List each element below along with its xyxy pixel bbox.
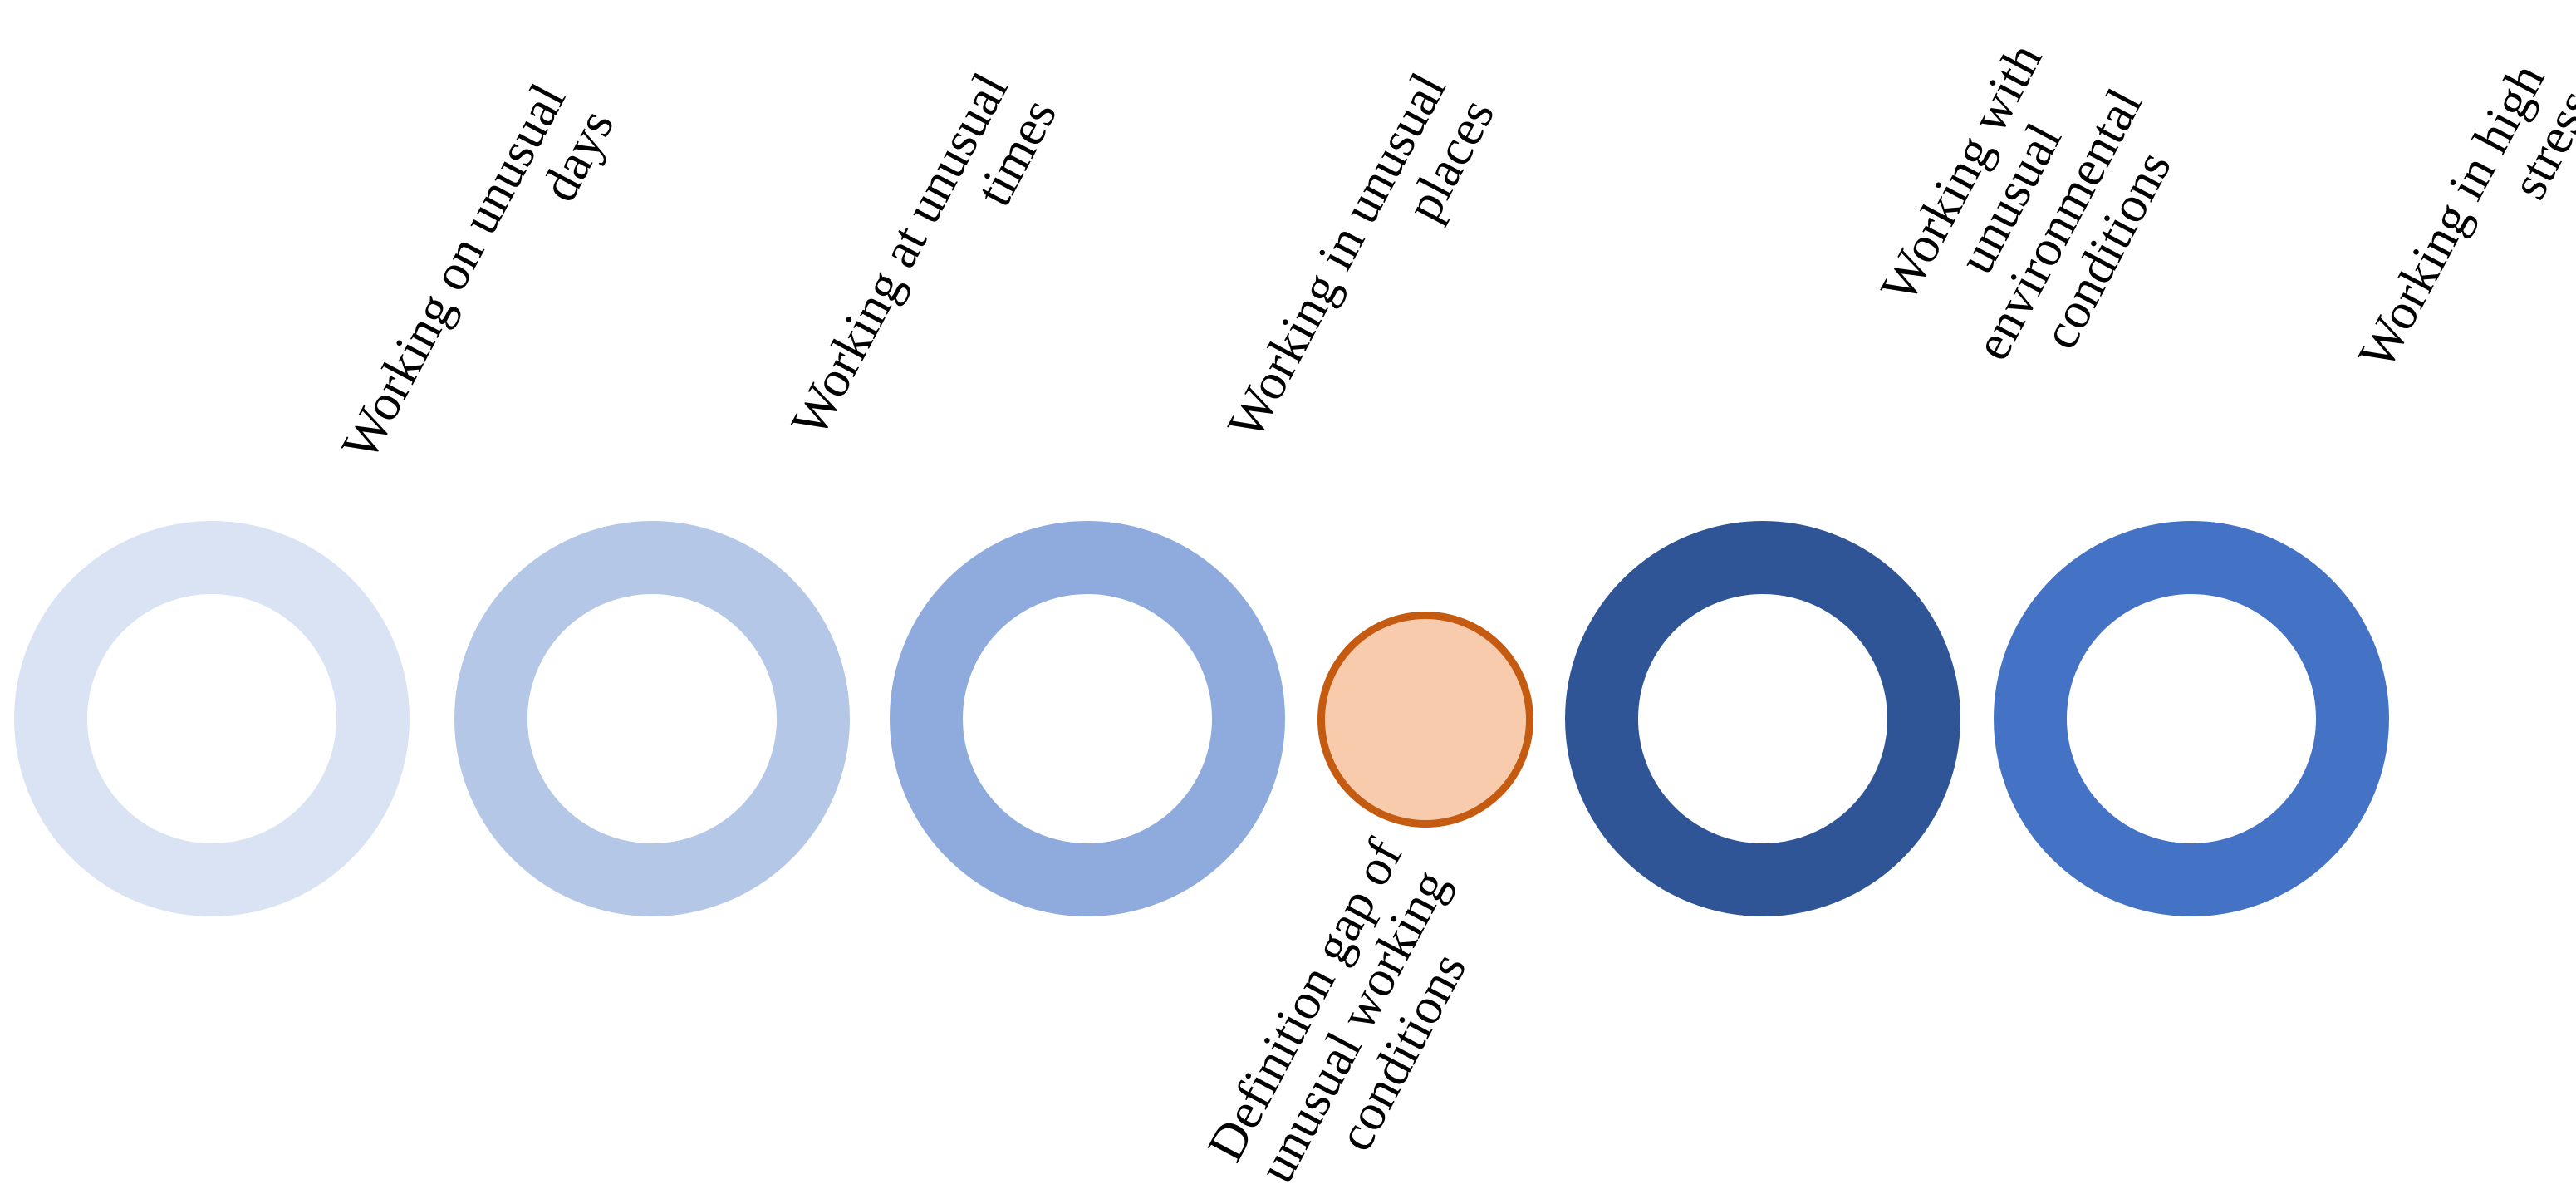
label-unusual-times: Working at unusual times	[780, 64, 1068, 446]
label-high-stress: Working in high stress	[2348, 54, 2576, 379]
ring-high-stress	[1994, 521, 2389, 916]
ring-unusual-days	[14, 521, 410, 916]
label-definition-gap: Definition gap of unusual working condit…	[1196, 830, 1478, 1192]
label-unusual-places: Working in unusual places	[1217, 64, 1506, 449]
ring-unusual-places	[890, 521, 1285, 916]
label-environmental-conditions: Working with unusual environmental condi…	[1870, 34, 2182, 370]
label-unusual-days: Working on unusual days	[331, 75, 626, 469]
center-node-definition-gap	[1317, 612, 1533, 828]
ring-unusual-times	[454, 521, 850, 916]
ring-environmental-conditions	[1565, 521, 1960, 916]
